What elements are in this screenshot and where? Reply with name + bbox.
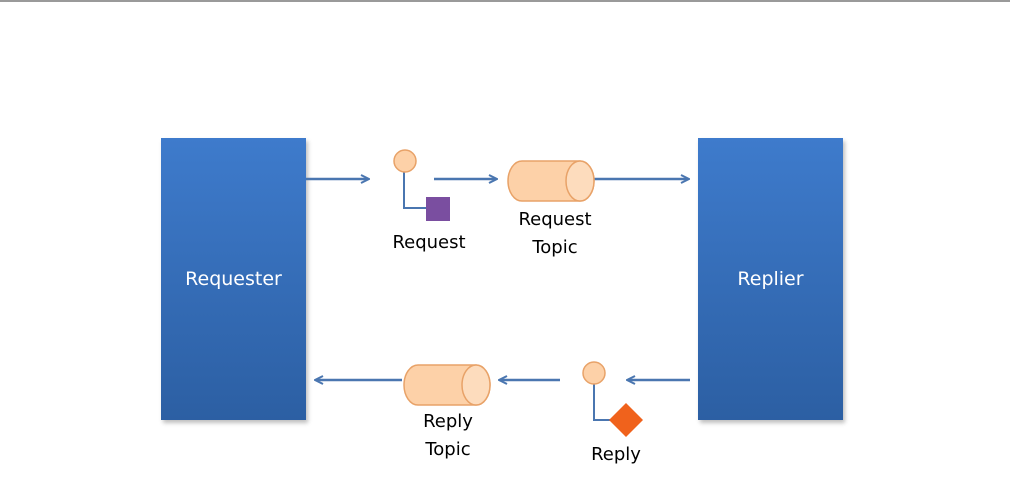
reply-message-label: Reply xyxy=(576,441,656,469)
reply-topic-line-1: Reply xyxy=(398,408,498,436)
reply-circle-node-icon xyxy=(583,362,605,384)
reply-diamond-icon xyxy=(609,403,643,437)
request-topic-line-1: Request xyxy=(505,206,605,234)
reply-topic-line-2: Topic xyxy=(398,436,498,464)
request-message-label: Request xyxy=(384,229,474,257)
reply-topic-cylinder-icon xyxy=(404,365,490,405)
request-topic-label: Request Topic xyxy=(505,206,605,262)
request-square-icon xyxy=(426,197,450,221)
request-topic-cylinder-icon xyxy=(508,161,594,201)
request-circle-node-icon xyxy=(394,150,416,172)
request-topic-line-2: Topic xyxy=(505,234,605,262)
request-message-icon xyxy=(394,150,450,221)
reply-message-icon xyxy=(583,362,643,437)
reply-topic-label: Reply Topic xyxy=(398,408,498,464)
